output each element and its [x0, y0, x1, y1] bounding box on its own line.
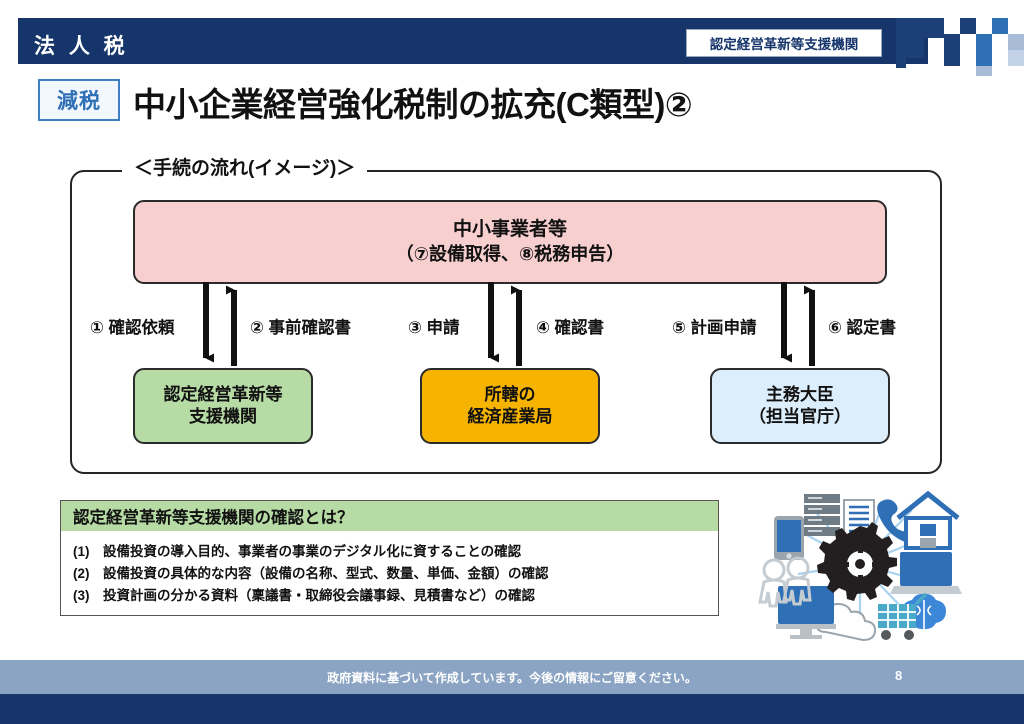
- node-orange-line2: 経済産業局: [467, 407, 553, 426]
- node-blue-line2: （担当官庁）: [749, 407, 851, 426]
- info-item-text: 設備投資の具体的な内容（設備の名称、型式、数量、単価、金額）の確認: [103, 565, 549, 581]
- server-stack-icon: [804, 494, 840, 536]
- page-title: 中小企業経営強化税制の拡充(C類型)②: [133, 86, 693, 123]
- info-list-item: (3) 投資計画の分かる資料（稟議書・取締役会議事録、見積書など）の確認: [73, 585, 706, 607]
- node-green-line1: 認定経営革新等: [163, 385, 283, 405]
- node-orange-line1: 所轄の: [484, 385, 536, 405]
- node-blue-line1: 主務大臣: [766, 385, 834, 405]
- node-sme-line2: （⑦設備取得、⑧税務申告）: [395, 243, 625, 264]
- info-item-number: (2): [73, 565, 90, 581]
- info-item-number: (3): [73, 587, 90, 603]
- node-sme-business: 中小事業者等 （⑦設備取得、⑧税務申告）: [133, 200, 887, 284]
- tablet-icon: [774, 516, 804, 560]
- footer-note: 政府資料に基づいて作成しています。今後の情報にご留意ください。: [327, 671, 697, 685]
- shopping-cart-icon: [878, 592, 928, 640]
- flow-label-4: ④ 確認書: [536, 319, 605, 337]
- node-green-line2: 支援機関: [189, 407, 257, 426]
- header-category-label: 法 人 税: [34, 35, 129, 58]
- flow-label-2: ② 事前確認書: [250, 319, 352, 337]
- header-support-org-chip: 認定経営革新等支援機関: [686, 29, 882, 57]
- node-competent-minister: 主務大臣 （担当官庁）: [710, 368, 890, 444]
- flow-label-1: ① 確認依頼: [90, 319, 175, 337]
- node-regional-meti-bureau: 所轄の 経済産業局: [420, 368, 600, 444]
- flow-diagram-caption: ＜手続の流れ(イメージ)＞: [122, 153, 368, 180]
- digital-transformation-illustration: [758, 490, 962, 642]
- info-box: 認定経営革新等支援機関の確認とは？ (1) 設備投資の導入目的、事業者の事業のデ…: [60, 500, 719, 616]
- flow-label-3: ③ 申請: [408, 319, 460, 337]
- info-item-text: 投資計画の分かる資料（稟議書・取締役会議事録、見積書など）の確認: [103, 587, 535, 603]
- info-box-list: (1) 設備投資の導入目的、事業者の事業のデジタル化に資することの確認 (2) …: [61, 535, 718, 607]
- info-box-heading: 認定経営革新等支援機関の確認とは？: [61, 501, 718, 531]
- node-sme-line1: 中小事業者等: [452, 219, 567, 241]
- tax-reduction-badge: 減税: [38, 79, 120, 121]
- house-icon: [896, 490, 960, 550]
- flow-label-5: ⑤ 計画申請: [672, 319, 757, 337]
- gear-icon: [817, 522, 897, 601]
- people-icon: [758, 556, 812, 608]
- info-list-item: (2) 設備投資の具体的な内容（設備の名称、型式、数量、単価、金額）の確認: [73, 563, 706, 585]
- checkered-decoration-icon: [896, 18, 1024, 76]
- laptop-icon: [890, 552, 962, 594]
- info-item-text: 設備投資の導入目的、事業者の事業のデジタル化に資することの確認: [103, 544, 522, 559]
- info-item-number: (1): [73, 544, 90, 559]
- info-list-item: (1) 設備投資の導入目的、事業者の事業のデジタル化に資することの確認: [73, 541, 706, 563]
- footer-band: [0, 660, 1024, 694]
- footer-bottom-strip: [0, 694, 1024, 724]
- node-certified-support-org: 認定経営革新等 支援機関: [133, 368, 313, 444]
- footer-page-number: 8: [895, 668, 903, 683]
- flow-label-6: ⑥ 認定書: [828, 319, 897, 337]
